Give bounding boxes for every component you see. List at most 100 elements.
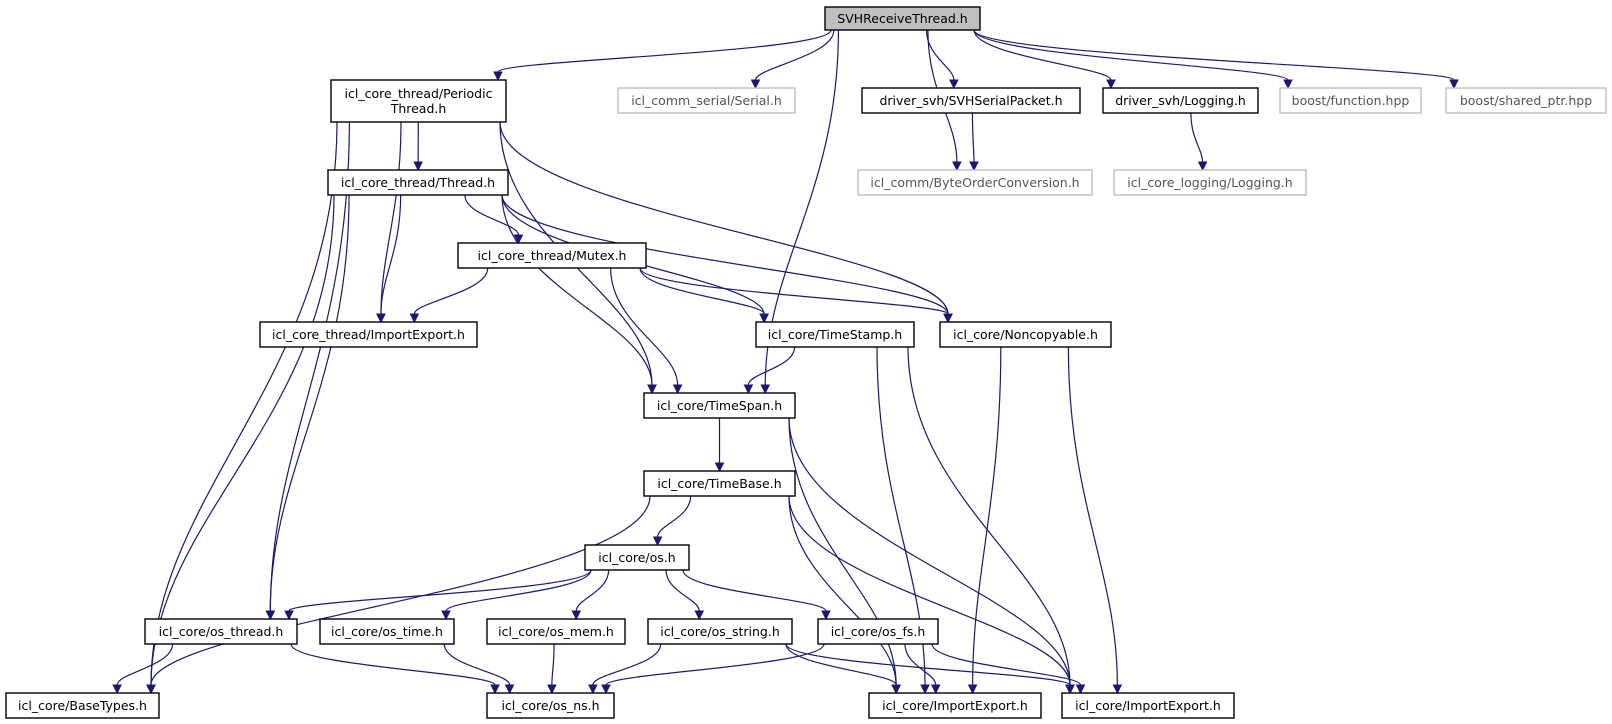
edge-line	[639, 267, 949, 315]
node-svhpacket[interactable]: driver_svh/SVHSerialPacket.h	[861, 87, 1081, 114]
node-timebase[interactable]: icl_core/TimeBase.h	[643, 470, 796, 497]
edge-arrowhead	[1449, 79, 1459, 90]
node-serial[interactable]: icl_comm_serial/Serial.h	[617, 87, 796, 114]
edge-os-to-osfs	[682, 569, 831, 621]
edge-root-to-serial	[750, 29, 835, 90]
node-label: icl_comm_serial/Serial.h	[631, 93, 782, 108]
edge-arrowhead	[821, 610, 831, 621]
node-box	[327, 169, 509, 196]
edge-osstring-to-imp2	[785, 643, 1075, 695]
edge-timebase-to-imp2	[788, 495, 1075, 695]
edge-line	[788, 417, 897, 686]
edge-line	[1190, 112, 1204, 163]
edge-periodic-to-noncopy	[499, 121, 953, 324]
edge-arrowhead	[1112, 684, 1123, 695]
edge-arrowhead	[588, 684, 598, 695]
node-os[interactable]: icl_core/os.h	[584, 544, 690, 571]
node-label: icl_comm/ByteOrderConversion.h	[870, 175, 1079, 190]
edge-arrowhead	[647, 384, 657, 395]
edge-arrowhead	[652, 536, 663, 547]
node-label: driver_svh/SVHSerialPacket.h	[879, 93, 1062, 108]
node-basetypes[interactable]: icl_core/BaseTypes.h	[5, 692, 160, 719]
node-box	[457, 242, 647, 269]
edge-line	[788, 495, 897, 686]
edge-arrowhead	[376, 313, 386, 324]
edge-svhpacket-to-byteorder	[969, 112, 979, 172]
node-label: icl_core/os_mem.h	[498, 624, 614, 639]
edge-line	[443, 643, 511, 686]
node-box	[486, 692, 615, 719]
node-osfs[interactable]: icl_core/os_fs.h	[817, 618, 939, 645]
node-box	[144, 618, 298, 645]
node-osns[interactable]: icl_core/os_ns.h	[486, 692, 615, 719]
node-label: icl_core/ImportExport.h	[1075, 698, 1221, 713]
edge-line	[551, 643, 555, 686]
node-timespan[interactable]: icl_core/TimeSpan.h	[643, 392, 796, 419]
edge-arrowhead	[146, 684, 156, 695]
node-root[interactable]: SVHReceiveThread.h	[824, 6, 981, 31]
node-box	[486, 618, 626, 645]
edge-arrowhead	[943, 313, 953, 324]
node-thread[interactable]: icl_core_thread/Thread.h	[327, 169, 509, 196]
node-osthread[interactable]: icl_core/os_thread.h	[144, 618, 298, 645]
edge-arrowhead	[413, 161, 423, 172]
node-box	[1445, 87, 1607, 114]
node-bshared[interactable]: boost/shared_ptr.hpp	[1445, 87, 1607, 114]
node-thimport[interactable]: icl_core_thread/ImportExport.h	[259, 321, 478, 348]
node-box	[861, 87, 1081, 114]
node-box	[1279, 87, 1422, 114]
node-box	[5, 692, 160, 719]
node-noncopy[interactable]: icl_core/Noncopyable.h	[939, 321, 1112, 348]
edge-osfs-to-osns	[601, 643, 825, 695]
node-osmem[interactable]: icl_core/os_mem.h	[486, 618, 626, 645]
edge-line	[575, 569, 610, 612]
edge-periodic-to-basetypes	[146, 121, 338, 695]
node-box	[857, 169, 1093, 196]
node-mutex[interactable]: icl_core_thread/Mutex.h	[457, 242, 647, 269]
edge-line	[413, 267, 489, 315]
edge-line	[972, 346, 1002, 686]
edge-os-to-osstring	[665, 569, 705, 621]
node-box	[319, 618, 455, 645]
edge-root-to-bfunc	[973, 29, 1293, 90]
edge-osstring-to-imp1	[785, 643, 902, 695]
edge-root-to-svhpacket	[925, 29, 959, 90]
edge-line	[639, 267, 765, 315]
edge-arrowhead	[490, 684, 500, 695]
edge-line	[605, 643, 825, 686]
edge-arrowhead	[284, 610, 294, 621]
edge-line	[290, 643, 496, 686]
edge-line	[973, 29, 1289, 81]
edge-line	[380, 121, 402, 315]
node-label: icl_core/os_thread.h	[159, 624, 284, 639]
edge-timebase-to-basetypes	[146, 495, 651, 695]
node-byteorder[interactable]: icl_comm/ByteOrderConversion.h	[857, 169, 1093, 196]
node-logging[interactable]: driver_svh/Logging.h	[1102, 87, 1259, 114]
node-label: icl_core/Noncopyable.h	[953, 327, 1098, 342]
node-bfunc[interactable]: boost/function.hpp	[1279, 87, 1422, 114]
edge-mutex-to-timestamp	[639, 267, 770, 324]
edge-line	[150, 495, 651, 686]
edge-arrowhead	[967, 684, 978, 695]
edge-arrowhead	[571, 610, 582, 621]
node-ostime[interactable]: icl_core/os_time.h	[319, 618, 455, 645]
node-label: icl_core_thread/Mutex.h	[478, 248, 627, 263]
edge-line	[657, 495, 692, 538]
edge-timespan-to-timebase	[714, 417, 725, 473]
node-corelog[interactable]: icl_core_logging/Logging.h	[1113, 169, 1307, 196]
edge-line	[445, 569, 592, 612]
node-timestamp[interactable]: icl_core/TimeStamp.h	[755, 321, 915, 348]
node-imp2[interactable]: icl_core/ImportExport.h	[1061, 692, 1235, 719]
edge-line	[973, 29, 1112, 81]
edge-arrowhead	[409, 313, 420, 324]
edge-arrowhead	[504, 684, 515, 695]
edge-thread-to-timespan	[501, 194, 657, 395]
node-imp1[interactable]: icl_core/ImportExport.h	[868, 692, 1042, 719]
node-osstring[interactable]: icl_core/os_string.h	[647, 618, 793, 645]
edge-osmem-to-osns	[547, 643, 557, 695]
edge-arrowhead	[949, 79, 959, 90]
node-box	[755, 321, 915, 348]
edge-line	[754, 29, 835, 81]
